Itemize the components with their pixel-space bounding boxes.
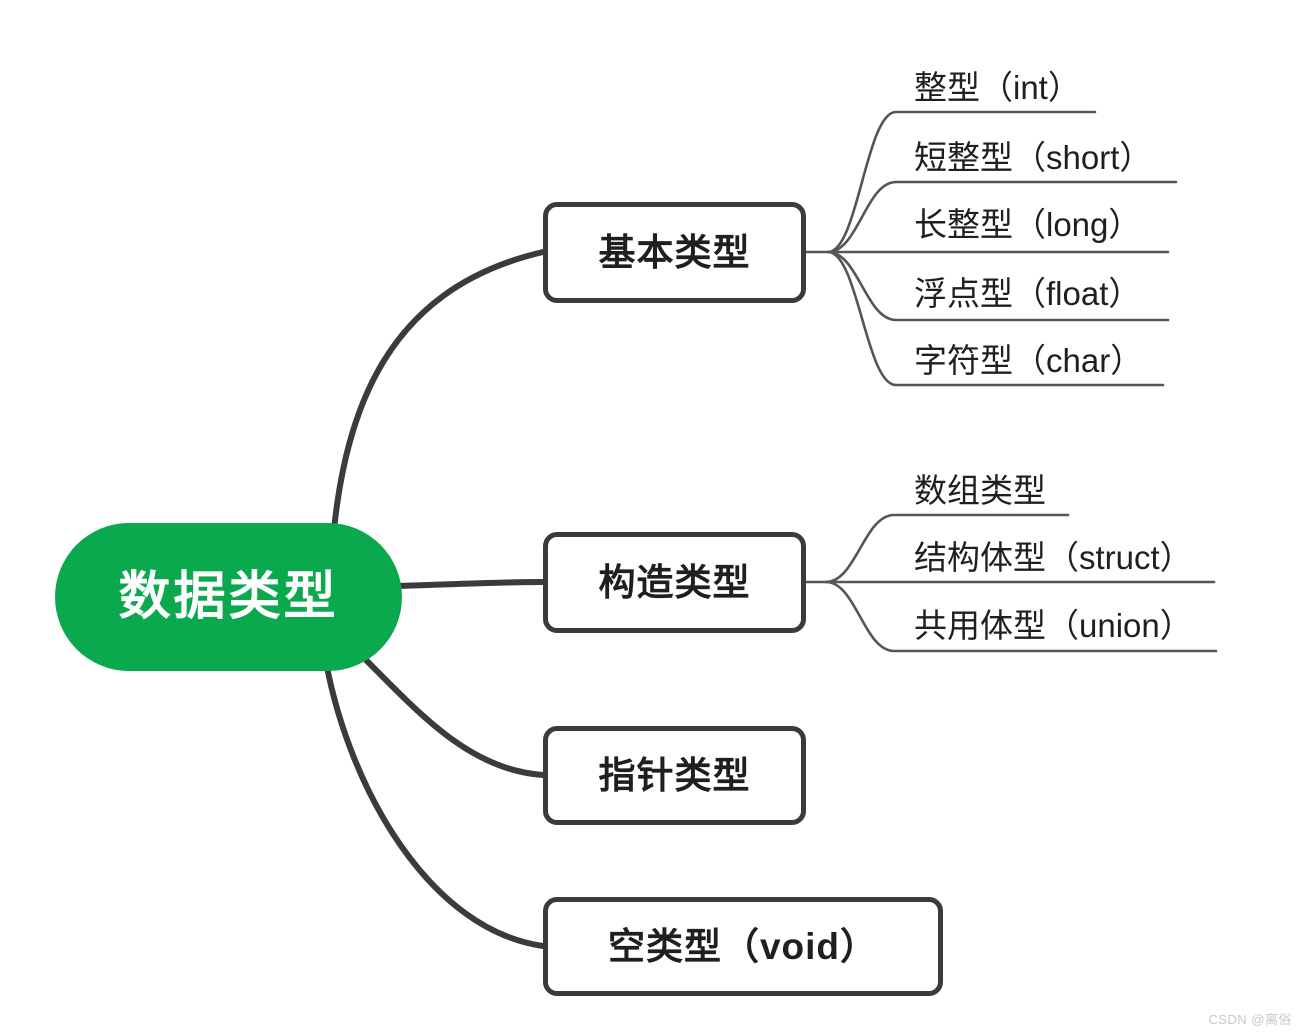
edge-root-to-void xyxy=(323,659,546,949)
leaf-node-short[interactable]: 短整型（short） xyxy=(914,139,1153,176)
branch-label-struct: 构造类型 xyxy=(598,562,751,603)
watermark-csdn: CSDN @离俗 xyxy=(1208,1012,1292,1027)
branch-label-void: 空类型（void） xyxy=(607,926,879,967)
root-label: 数据类型 xyxy=(118,568,339,626)
branch-node-basic[interactable]: 基本类型 xyxy=(543,202,806,303)
edge-root-to-struct xyxy=(393,579,546,589)
branch-node-void[interactable]: 空类型（void） xyxy=(543,897,943,996)
branch-node-pointer[interactable]: 指针类型 xyxy=(543,726,806,825)
branch-label-pointer: 指针类型 xyxy=(598,755,751,796)
leaf-node-array[interactable]: 数组类型 xyxy=(914,472,1046,509)
branch-node-struct[interactable]: 构造类型 xyxy=(543,532,806,633)
leaf-node-union[interactable]: 共用体型（union） xyxy=(914,607,1193,644)
leaf-node-float[interactable]: 浮点型（float） xyxy=(914,275,1142,312)
leaf-node-long[interactable]: 长整型（long） xyxy=(914,206,1142,243)
leaf-node-char[interactable]: 字符型（char） xyxy=(914,342,1144,379)
root-node[interactable]: 数据类型 xyxy=(55,523,402,671)
leaf-node-int[interactable]: 整型（int） xyxy=(914,69,1081,106)
branch-label-basic: 基本类型 xyxy=(598,232,751,273)
leaf-node-struct[interactable]: 结构体型（struct） xyxy=(914,539,1193,576)
edge-root-to-pointer xyxy=(363,657,546,778)
